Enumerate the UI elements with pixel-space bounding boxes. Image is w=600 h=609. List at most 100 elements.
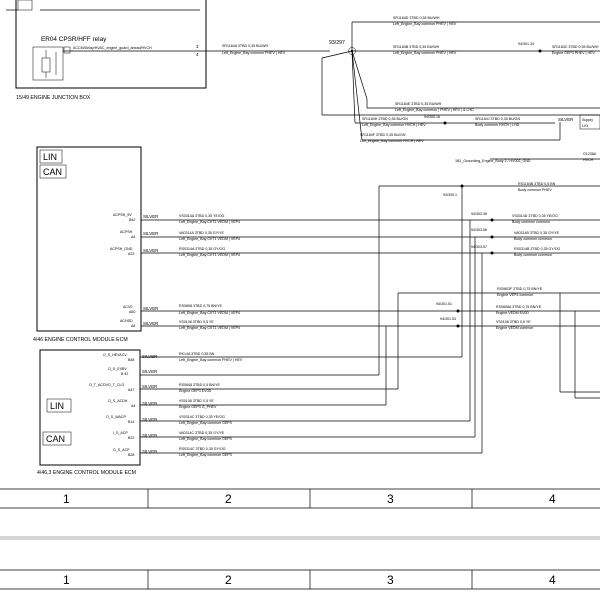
splice-diag-3 bbox=[321, 50, 353, 59]
ecm-bottom-pin-num: A47 bbox=[128, 388, 134, 392]
relay-coil bbox=[41, 57, 51, 73]
ecm-bottom-pin-num: B14 bbox=[128, 420, 134, 424]
branch4-left-wire-desc: Left_Engine_Bay common HVCH | HEV bbox=[362, 123, 426, 127]
ecm-bottom-wire-code: VS0314C 3TBD 0,35 YE/OG bbox=[179, 415, 225, 419]
grid-bottom-cell-4: 4 bbox=[549, 573, 556, 587]
ecm-top-wire-desc: Left_Engine_Bay CKT1 VEDM | VEP4 bbox=[179, 311, 240, 315]
ecm-bottom-wire-desc: Left_Engine_Bay common GEP3 bbox=[179, 437, 232, 441]
ecm-bottom-pin-color: SILVER bbox=[142, 354, 157, 359]
ecm-top-pin-num: A4 bbox=[131, 235, 135, 239]
grid-top-cell-4: 4 bbox=[549, 492, 556, 506]
ecm-bottom-pin-name: O_S_EXBV bbox=[108, 367, 127, 371]
rw3-wire-code: VA0314B 3TBD 0,35 GY/YE bbox=[514, 231, 560, 235]
splice-f-label: 94/301.53 bbox=[440, 317, 456, 321]
ecm-top-pin-num: A23 bbox=[128, 252, 134, 256]
rw6-wire-desc: Engine VEDM EV0D bbox=[496, 311, 529, 315]
relay-wire-code: ACCM/Delay/HVAC_engine_guard_ahead/HVCH bbox=[73, 46, 152, 50]
branch4-left-wire-code: SR1184H 3TBD 0,35 BU/GN bbox=[362, 117, 408, 121]
ecm-top-pin-color: SILVER bbox=[143, 321, 158, 326]
splice3-dot bbox=[443, 121, 447, 125]
ground-wire-code: G1238A bbox=[583, 152, 597, 156]
grid-top-cell-3: 3 bbox=[387, 492, 394, 506]
branch4-right-wire-desc: Body common HVCH | LHD bbox=[475, 123, 520, 127]
ecm-top-pin-name: ACPSH bbox=[120, 230, 133, 234]
rw6-wire-code: RS0808A 3TBD 0,75 BN/YE bbox=[496, 305, 542, 309]
splice-diag-4 bbox=[351, 50, 363, 141]
ecm-top-pin-num: A60 bbox=[129, 310, 135, 314]
rw7-wire-desc: Engine VEDM common bbox=[496, 326, 533, 330]
branch2-left-wire-desc: Left_Engine_Bay common PHEV | HEV bbox=[393, 51, 457, 55]
ecm-top-wire-code: VA0314A 3TBD 0,35 GY/YE bbox=[179, 231, 224, 235]
ecm-top-wire-code: RS0808 3TBD 0,75 BN/YE bbox=[179, 304, 223, 308]
connector-id-3: 3 bbox=[196, 44, 199, 49]
grid-bottom: 1 2 3 4 bbox=[0, 569, 600, 590]
ecm-top-pin-color: SILVER bbox=[143, 306, 158, 311]
ground-wire-desc: HVCH bbox=[583, 158, 594, 162]
relay-output-terminal bbox=[63, 46, 71, 54]
ecm-top-pin-3: ACV0 A60 SILVER RS0808 3TBD 0,75 BN/YE L… bbox=[123, 304, 600, 315]
relay-symbol bbox=[32, 46, 64, 81]
branch2-right-wire-code: SR1184C 3TBD 0,35 BU/WH bbox=[552, 45, 599, 49]
junction-box-frame bbox=[15, 0, 207, 89]
junction-box-title: 15/49 ENGINE JUNCTION BOX bbox=[16, 95, 91, 101]
splice-a-label: 94/305.1 bbox=[443, 193, 457, 197]
ecm-top-pin-num: B42 bbox=[129, 218, 135, 222]
rw5-wire-desc: Engine VEP4 common bbox=[497, 293, 533, 297]
ecm-bottom-pin-color: SILVER bbox=[142, 401, 157, 406]
ecm-bottom-box: LIN CAN 4/46,3 ENGINE CONTROL MODULE ECM bbox=[37, 349, 141, 476]
ecm-bottom-pin-1: O_S_EXBV B 42 SILVER bbox=[108, 367, 379, 376]
grid-top-cell-2: 2 bbox=[225, 492, 232, 506]
ecm-bottom-wire-code: VS0108 3TBD 0,5 YE bbox=[179, 399, 214, 403]
page-separator bbox=[0, 536, 600, 540]
ecm-top-wire-code: RS0314A 3TBD 0,35 GY/OG bbox=[179, 247, 225, 251]
ecm-bottom-wire-code: RS0848 3TBD 0,5 BN/YE bbox=[179, 383, 221, 387]
splice2-dot bbox=[538, 49, 542, 53]
supply-label: Supply bbox=[582, 118, 593, 122]
ecm-bottom-pin-color: SILVER bbox=[142, 369, 157, 374]
ecm-bottom-can-box bbox=[42, 431, 72, 446]
grid-bottom-cell-3: 3 bbox=[387, 573, 394, 587]
ecm-top-wire-desc: Left_Engine_Bay CKT1 VEDM | VEP4 bbox=[179, 237, 240, 241]
splice-b-label: 94/303.36 bbox=[471, 212, 487, 216]
ecm-bottom-pin-num: B48 bbox=[128, 358, 134, 362]
ecm-bottom-pin-3: O_S_ACDH A4 SILVER VS0108 3TBD 0,5 YE En… bbox=[108, 399, 386, 409]
splice-d-dot bbox=[490, 251, 494, 255]
ecm-bottom-pin-color: SILVER bbox=[142, 433, 157, 438]
rw5-wire-code: RS0803F 3TBD 0,75 BN/YE bbox=[497, 287, 543, 291]
ecm-top-wire-desc: Left_Engine_Bay CKT1 VEDM | VEP4 bbox=[179, 220, 240, 224]
ecm-top-pin-0: ACPSH_5V B42 SILVER VS0314A 3TBD 0,35 YE… bbox=[113, 213, 600, 224]
splice2-label: 94/301.34 bbox=[518, 42, 534, 46]
ecm-bottom-pin-name: O_T_ACDVO_T_CLG bbox=[89, 383, 125, 387]
ecm-top-pin-name: ACV0 bbox=[123, 305, 132, 309]
ecm-bottom-pin-4: O_S_WACP B14 SILVER VS0314C 3TBD 0,35 YE… bbox=[106, 415, 470, 425]
supply-connector bbox=[579, 114, 600, 130]
ecm-top-pin-name: ACPSH_5V bbox=[113, 213, 132, 217]
supply-silver-label: SILVER bbox=[558, 117, 573, 122]
ecm-bottom-frame bbox=[39, 349, 141, 466]
branch4-right-wire-code: SR1184J 3TBD 0,35 BU/GN bbox=[475, 117, 520, 121]
ecm-bottom-title: 4/46,3 ENGINE CONTROL MODULE ECM bbox=[37, 470, 136, 476]
ecm-top-title: 4/46 ENGINE CONTROL MODULE ECM bbox=[33, 337, 128, 343]
ecm-bottom-pin-name: O_S_ACDH bbox=[108, 399, 128, 403]
connector-id-4: 4 bbox=[196, 52, 199, 57]
ecm-bottom-pin-num: B28 bbox=[128, 453, 134, 457]
grid-top-cell-1: 1 bbox=[63, 492, 70, 506]
ecm-bottom-wire-desc: Left_Engine_Bay common PHEV | HEV bbox=[179, 358, 243, 362]
rw3-wire-desc: Body common common bbox=[514, 237, 552, 241]
ecm-bottom-pin-2: O_T_ACDVO_T_CLG A47 SILVER RS0848 3TBD 0… bbox=[89, 383, 398, 393]
ecm-top-wire-code: VS0314A 3TBD 0,35 YE/OG bbox=[179, 214, 225, 218]
splice-diag-1 bbox=[351, 50, 368, 100]
ecm-bottom-wire-desc: Left_Engine_Bay common GEP3 bbox=[179, 421, 232, 425]
ecm-top-pin-num: A8 bbox=[131, 324, 135, 328]
grid-bottom-cell-2: 2 bbox=[225, 573, 232, 587]
rw2-wire-code: VS0314D 3TBD 0,35 YE/OG bbox=[512, 214, 558, 218]
ecm-top-lin-box bbox=[39, 149, 63, 164]
ecm-top-lin-label: LIN bbox=[43, 152, 57, 162]
splice-93-297-label: 93/297 bbox=[329, 40, 345, 46]
rw1-wire-desc: Body common PHEV bbox=[518, 188, 552, 192]
branch1-wire-code: SR1184D 3TBD 0,35 BU/WH bbox=[393, 16, 440, 20]
ecm-bottom-pin-name: G_S_ACP bbox=[113, 448, 130, 452]
ecm-top-pin-color: SILVER bbox=[143, 248, 158, 253]
splice-diag-2 bbox=[351, 50, 356, 124]
